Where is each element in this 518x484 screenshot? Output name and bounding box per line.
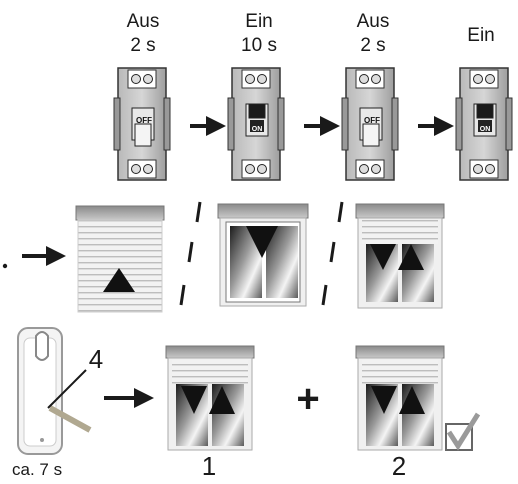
shutter-closed-moving-up bbox=[75, 205, 165, 313]
up-arrow-icon bbox=[103, 268, 135, 292]
down-arrow-icon bbox=[181, 386, 207, 414]
breaker-4 bbox=[455, 67, 513, 181]
breaker-1-switch-text: OFF bbox=[136, 116, 152, 125]
breaker-3-duration: 2 s bbox=[360, 35, 386, 56]
pin-tool bbox=[47, 369, 92, 433]
breaker-1-duration: 2 s bbox=[130, 35, 156, 56]
breaker-3-state-label: Aus bbox=[356, 11, 390, 32]
plus-sign: + bbox=[296, 377, 319, 421]
shutter-step-2 bbox=[355, 345, 445, 451]
up-arrow-icon bbox=[399, 386, 425, 414]
separator-slash-1 bbox=[179, 201, 202, 306]
down-arrow-icon bbox=[246, 226, 278, 258]
breaker-2-switch-text: ON bbox=[252, 126, 263, 133]
breaker-2 bbox=[227, 67, 285, 181]
checkmark-icon bbox=[445, 412, 481, 451]
breaker-3-switch-text: OFF bbox=[364, 116, 380, 125]
step-2-number: 2 bbox=[391, 451, 407, 481]
breaker-4-state-label: Ein bbox=[467, 25, 495, 46]
breaker-4-switch-text: ON bbox=[480, 126, 491, 133]
hold-time-label: ca. 7 s bbox=[12, 460, 63, 479]
up-arrow-icon bbox=[398, 244, 424, 270]
breaker-3 bbox=[341, 67, 399, 181]
breaker-2-state-label: Ein bbox=[245, 11, 273, 32]
breaker-2-duration: 10 s bbox=[241, 35, 277, 56]
remote-key-number: 4 bbox=[89, 344, 103, 374]
down-arrow-icon bbox=[370, 244, 396, 270]
shutter-step-1 bbox=[165, 345, 255, 451]
shutter-open-moving-down bbox=[217, 203, 309, 307]
up-arrow-icon bbox=[209, 386, 235, 414]
separator-slash-2 bbox=[321, 201, 344, 306]
breaker-1-state-label: Aus bbox=[126, 11, 160, 32]
remote-control bbox=[17, 327, 63, 455]
down-arrow-icon bbox=[371, 386, 397, 414]
period-dot bbox=[2, 263, 8, 269]
step-1-number: 1 bbox=[201, 451, 217, 481]
shutter-partial-down-up bbox=[355, 203, 445, 309]
breaker-1 bbox=[113, 67, 171, 181]
remote-button bbox=[35, 331, 49, 361]
